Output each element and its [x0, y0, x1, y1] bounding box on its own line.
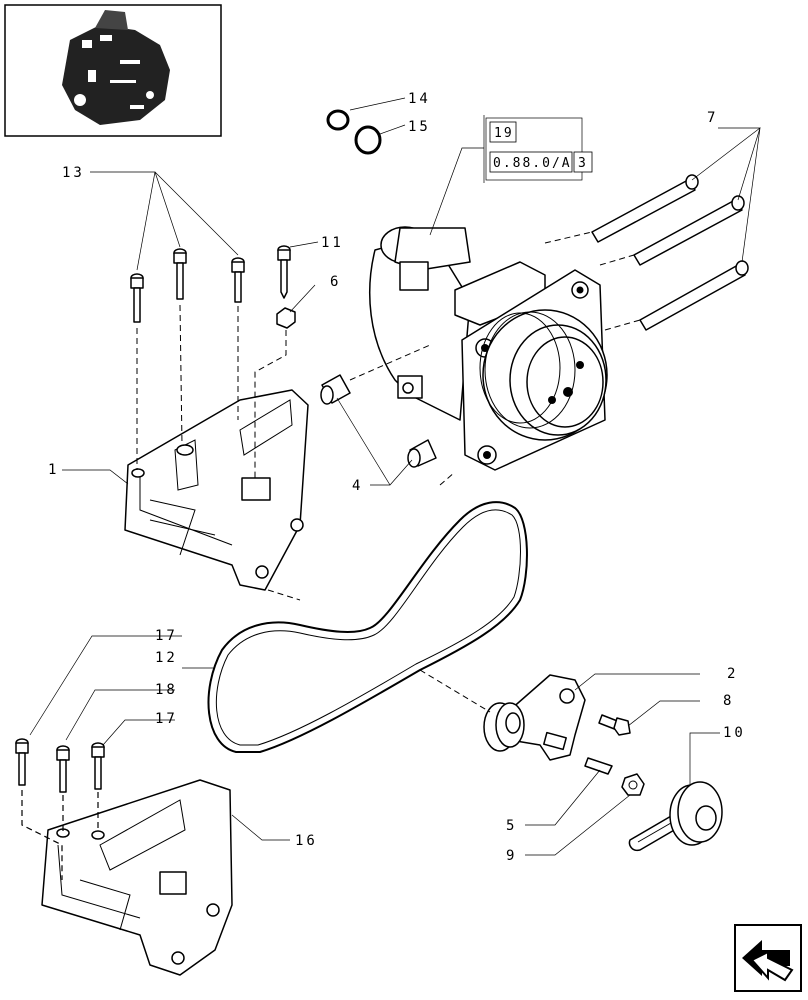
reference-box-group	[489, 121, 517, 143]
callout-18: 18	[155, 682, 178, 698]
callout-15: 15	[408, 119, 431, 135]
reference-page-number: 3	[578, 156, 588, 171]
reference-group[interactable]: 19 0.88.0/A 3	[485, 117, 593, 181]
bracket-bolts	[130, 245, 296, 329]
bushings	[320, 374, 437, 468]
callout-10: 10	[723, 725, 746, 741]
callout-6: 6	[330, 274, 341, 290]
callout-labels: 14 15 7 13 11 6 1 4 17 12 18 17 2 8 10 5…	[48, 91, 746, 864]
idler-pulley	[628, 781, 723, 852]
callout-2: 2	[727, 666, 738, 682]
callout-17-bottom: 17	[155, 711, 178, 727]
callout-11: 11	[321, 235, 344, 251]
callout-5: 5	[506, 818, 517, 834]
callout-7: 7	[707, 110, 718, 126]
compressor-assembly	[368, 226, 608, 471]
callout-1: 1	[48, 462, 59, 478]
callout-4: 4	[352, 478, 363, 494]
engine-thumbnail-icon[interactable]	[4, 4, 222, 137]
assembly-lines	[21, 231, 641, 880]
reference-section-code: 0.88.0/A	[493, 156, 572, 171]
leader-lines	[29, 97, 762, 856]
callout-13: 13	[62, 165, 85, 181]
tensioner-fasteners	[584, 714, 645, 796]
callout-16: 16	[295, 833, 318, 849]
callout-12: 12	[155, 650, 178, 666]
belt-tensioner	[483, 674, 586, 761]
callout-17-top: 17	[155, 628, 178, 644]
reference-box-page	[573, 151, 593, 173]
callout-9: 9	[506, 848, 517, 864]
reference-box-section	[489, 151, 573, 173]
lower-bracket	[41, 779, 233, 976]
callout-8: 8	[723, 693, 734, 709]
callout-14: 14	[408, 91, 431, 107]
upper-bracket	[124, 389, 309, 591]
o-rings	[326, 109, 382, 155]
reference-group-number: 19	[494, 126, 514, 141]
lower-bolts	[15, 738, 105, 793]
compressor-bolts	[591, 174, 749, 331]
page-navigation-arrow-icon[interactable]	[734, 924, 802, 992]
